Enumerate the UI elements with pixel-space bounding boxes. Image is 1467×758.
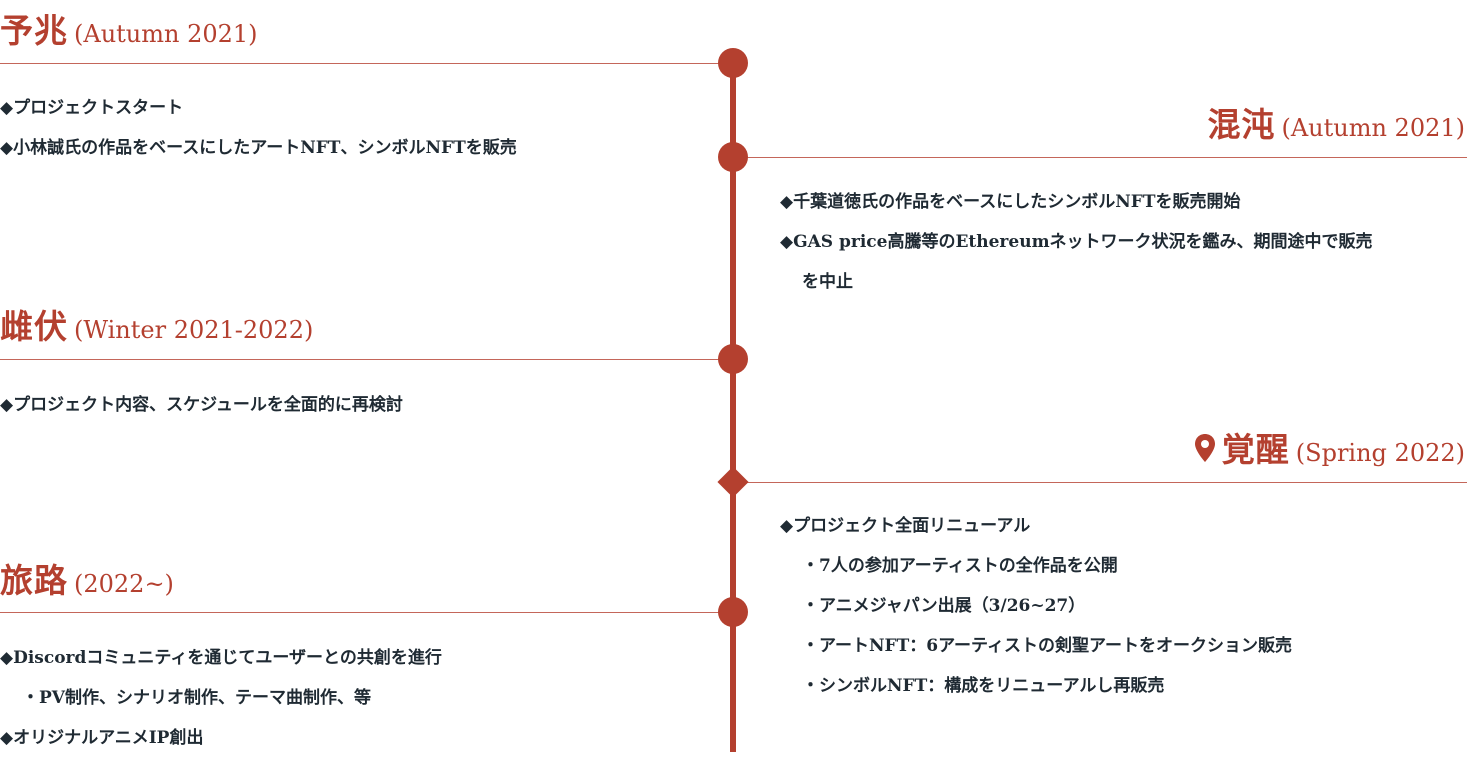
phase-divider-yochou xyxy=(0,63,733,64)
phase-list-kakusei: ◆プロジェクト全面リニューアル ・7人の参加アーティストの全作品を公開 ・アニメ… xyxy=(780,506,1292,706)
phase-divider-tabiji xyxy=(0,612,733,613)
phase-divider-konton xyxy=(733,157,1467,158)
phase-list-shifuku: ◆プロジェクト内容、スケジュールを全面的に再検討 xyxy=(0,385,403,425)
phase-title: 旅路 xyxy=(0,561,68,600)
list-item: ◆千葉道徳氏の作品をベースにしたシンボルNFTを販売開始 xyxy=(780,192,1241,212)
list-item: ・7人の参加アーティストの全作品を公開 xyxy=(802,556,1118,576)
phase-period: (Winter 2021-2022) xyxy=(74,316,314,344)
phase-title: 雌伏 xyxy=(0,307,68,346)
timeline-node-yochou xyxy=(718,48,748,78)
list-item: ・アニメジャパン出展（3/26~27） xyxy=(802,596,1086,616)
timeline-node-konton xyxy=(718,142,748,172)
timeline-node-kakusei-current xyxy=(717,466,749,498)
map-pin-icon xyxy=(1194,433,1216,466)
list-item: ・アートNFT：6アーティストの剣聖アートをオークション販売 xyxy=(802,636,1293,656)
phase-period: (Autumn 2021) xyxy=(1281,114,1465,142)
list-item: ◆小林誠氏の作品をベースにしたアートNFT、シンボルNFTを販売 xyxy=(0,138,517,158)
phase-heading-tabiji: 旅路(2022~) xyxy=(0,564,174,597)
phase-period: (2022~) xyxy=(74,570,174,598)
phase-heading-konton: 混沌(Autumn 2021) xyxy=(1207,108,1465,141)
list-item: ◆オリジナルアニメIP創出 xyxy=(0,728,204,748)
list-item: ◆GAS price高騰等のEthereumネットワーク状況を鑑み、期間途中で販… xyxy=(780,232,1373,252)
phase-period: (Spring 2022) xyxy=(1295,439,1465,467)
phase-list-tabiji: ◆Discordコミュニティを通じてユーザーとの共創を進行 ・PV制作、シナリオ… xyxy=(0,638,442,758)
phase-divider-shifuku xyxy=(0,359,733,360)
list-item: ・PV制作、シナリオ制作、テーマ曲制作、等 xyxy=(22,688,371,708)
phase-title: 覚醒 xyxy=(1221,430,1290,469)
phase-title: 混沌 xyxy=(1207,105,1276,144)
list-item: ◆Discordコミュニティを通じてユーザーとの共創を進行 xyxy=(0,648,442,668)
phase-divider-kakusei xyxy=(733,482,1467,483)
phase-heading-shifuku: 雌伏(Winter 2021-2022) xyxy=(0,310,313,343)
timeline-node-shifuku xyxy=(718,344,748,374)
list-item: ◆プロジェクトスタート xyxy=(0,98,184,118)
list-item: ◆プロジェクト全面リニューアル xyxy=(780,516,1031,536)
phase-list-konton: ◆千葉道徳氏の作品をベースにしたシンボルNFTを販売開始 ◆GAS price高… xyxy=(780,182,1373,302)
list-item: ◆プロジェクト内容、スケジュールを全面的に再検討 xyxy=(0,395,403,415)
list-item: ・シンボルNFT：構成をリニューアルし再販売 xyxy=(802,676,1165,696)
phase-period: (Autumn 2021) xyxy=(74,20,258,48)
timeline-axis xyxy=(730,62,736,752)
phase-heading-kakusei: 覚醒(Spring 2022) xyxy=(1194,433,1465,466)
phase-list-yochou: ◆プロジェクトスタート ◆小林誠氏の作品をベースにしたアートNFT、シンボルNF… xyxy=(0,88,517,168)
phase-title: 予兆 xyxy=(0,11,68,50)
list-item: を中止 xyxy=(802,272,853,292)
phase-heading-yochou: 予兆(Autumn 2021) xyxy=(0,14,258,47)
timeline-node-tabiji xyxy=(718,597,748,627)
